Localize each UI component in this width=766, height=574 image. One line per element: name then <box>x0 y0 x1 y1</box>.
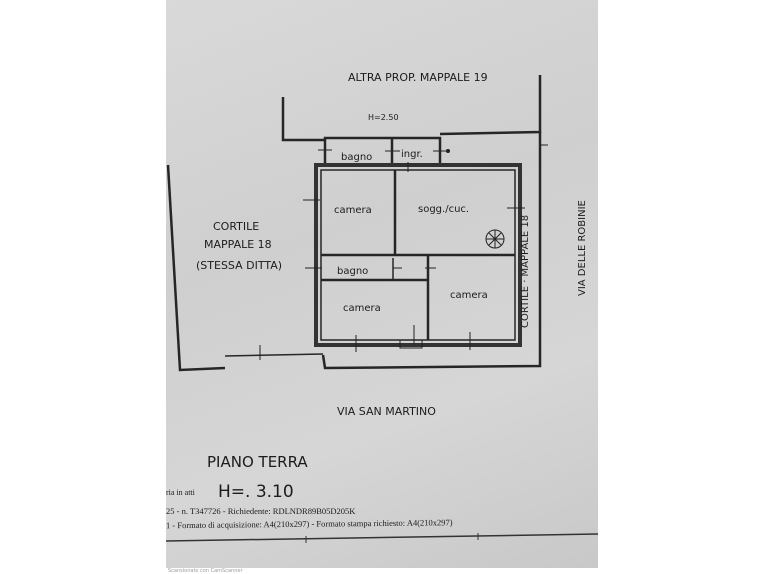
floor-name: PIANO TERRA <box>207 453 308 471</box>
footer-line0: ria in atti <box>166 488 196 497</box>
height-note: H=2.50 <box>368 113 399 122</box>
west-boundary <box>166 164 226 372</box>
gate <box>224 353 324 357</box>
south-street-label: VIA SAN MARTINO <box>337 405 436 418</box>
document-paper <box>166 0 598 568</box>
room-camera-3: camera <box>450 290 488 301</box>
north-label: ALTRA PROP. MAPPALE 19 <box>348 71 488 84</box>
openings <box>259 144 548 360</box>
left-yard-line2: MAPPALE 18 <box>204 238 272 251</box>
room-bagno-1: bagno <box>341 152 372 163</box>
floor-height: H=. 3.10 <box>218 482 294 502</box>
room-ingresso: ingr. <box>401 149 423 160</box>
left-yard-line1: CORTILE <box>213 220 259 233</box>
room-bagno-2: bagno <box>337 266 368 277</box>
main-building-outer <box>314 163 522 347</box>
footer-strip <box>166 568 598 574</box>
north-west-boundary <box>281 97 325 142</box>
scanner-watermark: Scansionato con CamScanner <box>168 568 243 574</box>
footer-line1: 25 - n. T347726 - Richiedente: RDLNDR89B… <box>166 506 356 516</box>
room-camera-1: camera <box>334 205 372 216</box>
room-camera-2: camera <box>343 303 381 314</box>
left-yard-line3: (STESSA DITTA) <box>196 259 282 272</box>
footer-rule <box>165 533 599 542</box>
east-street-label: VIA DELLE ROBINIE <box>577 200 588 296</box>
east-south-boundary <box>321 132 542 370</box>
footer-line2: 1 - Formato di acquisizione: A4(210x297)… <box>166 517 453 530</box>
right-yard-label: CORTILE · MAPPALE 18 <box>520 215 531 328</box>
room-soggiorno-cucina: sogg./cuc. <box>418 204 469 215</box>
